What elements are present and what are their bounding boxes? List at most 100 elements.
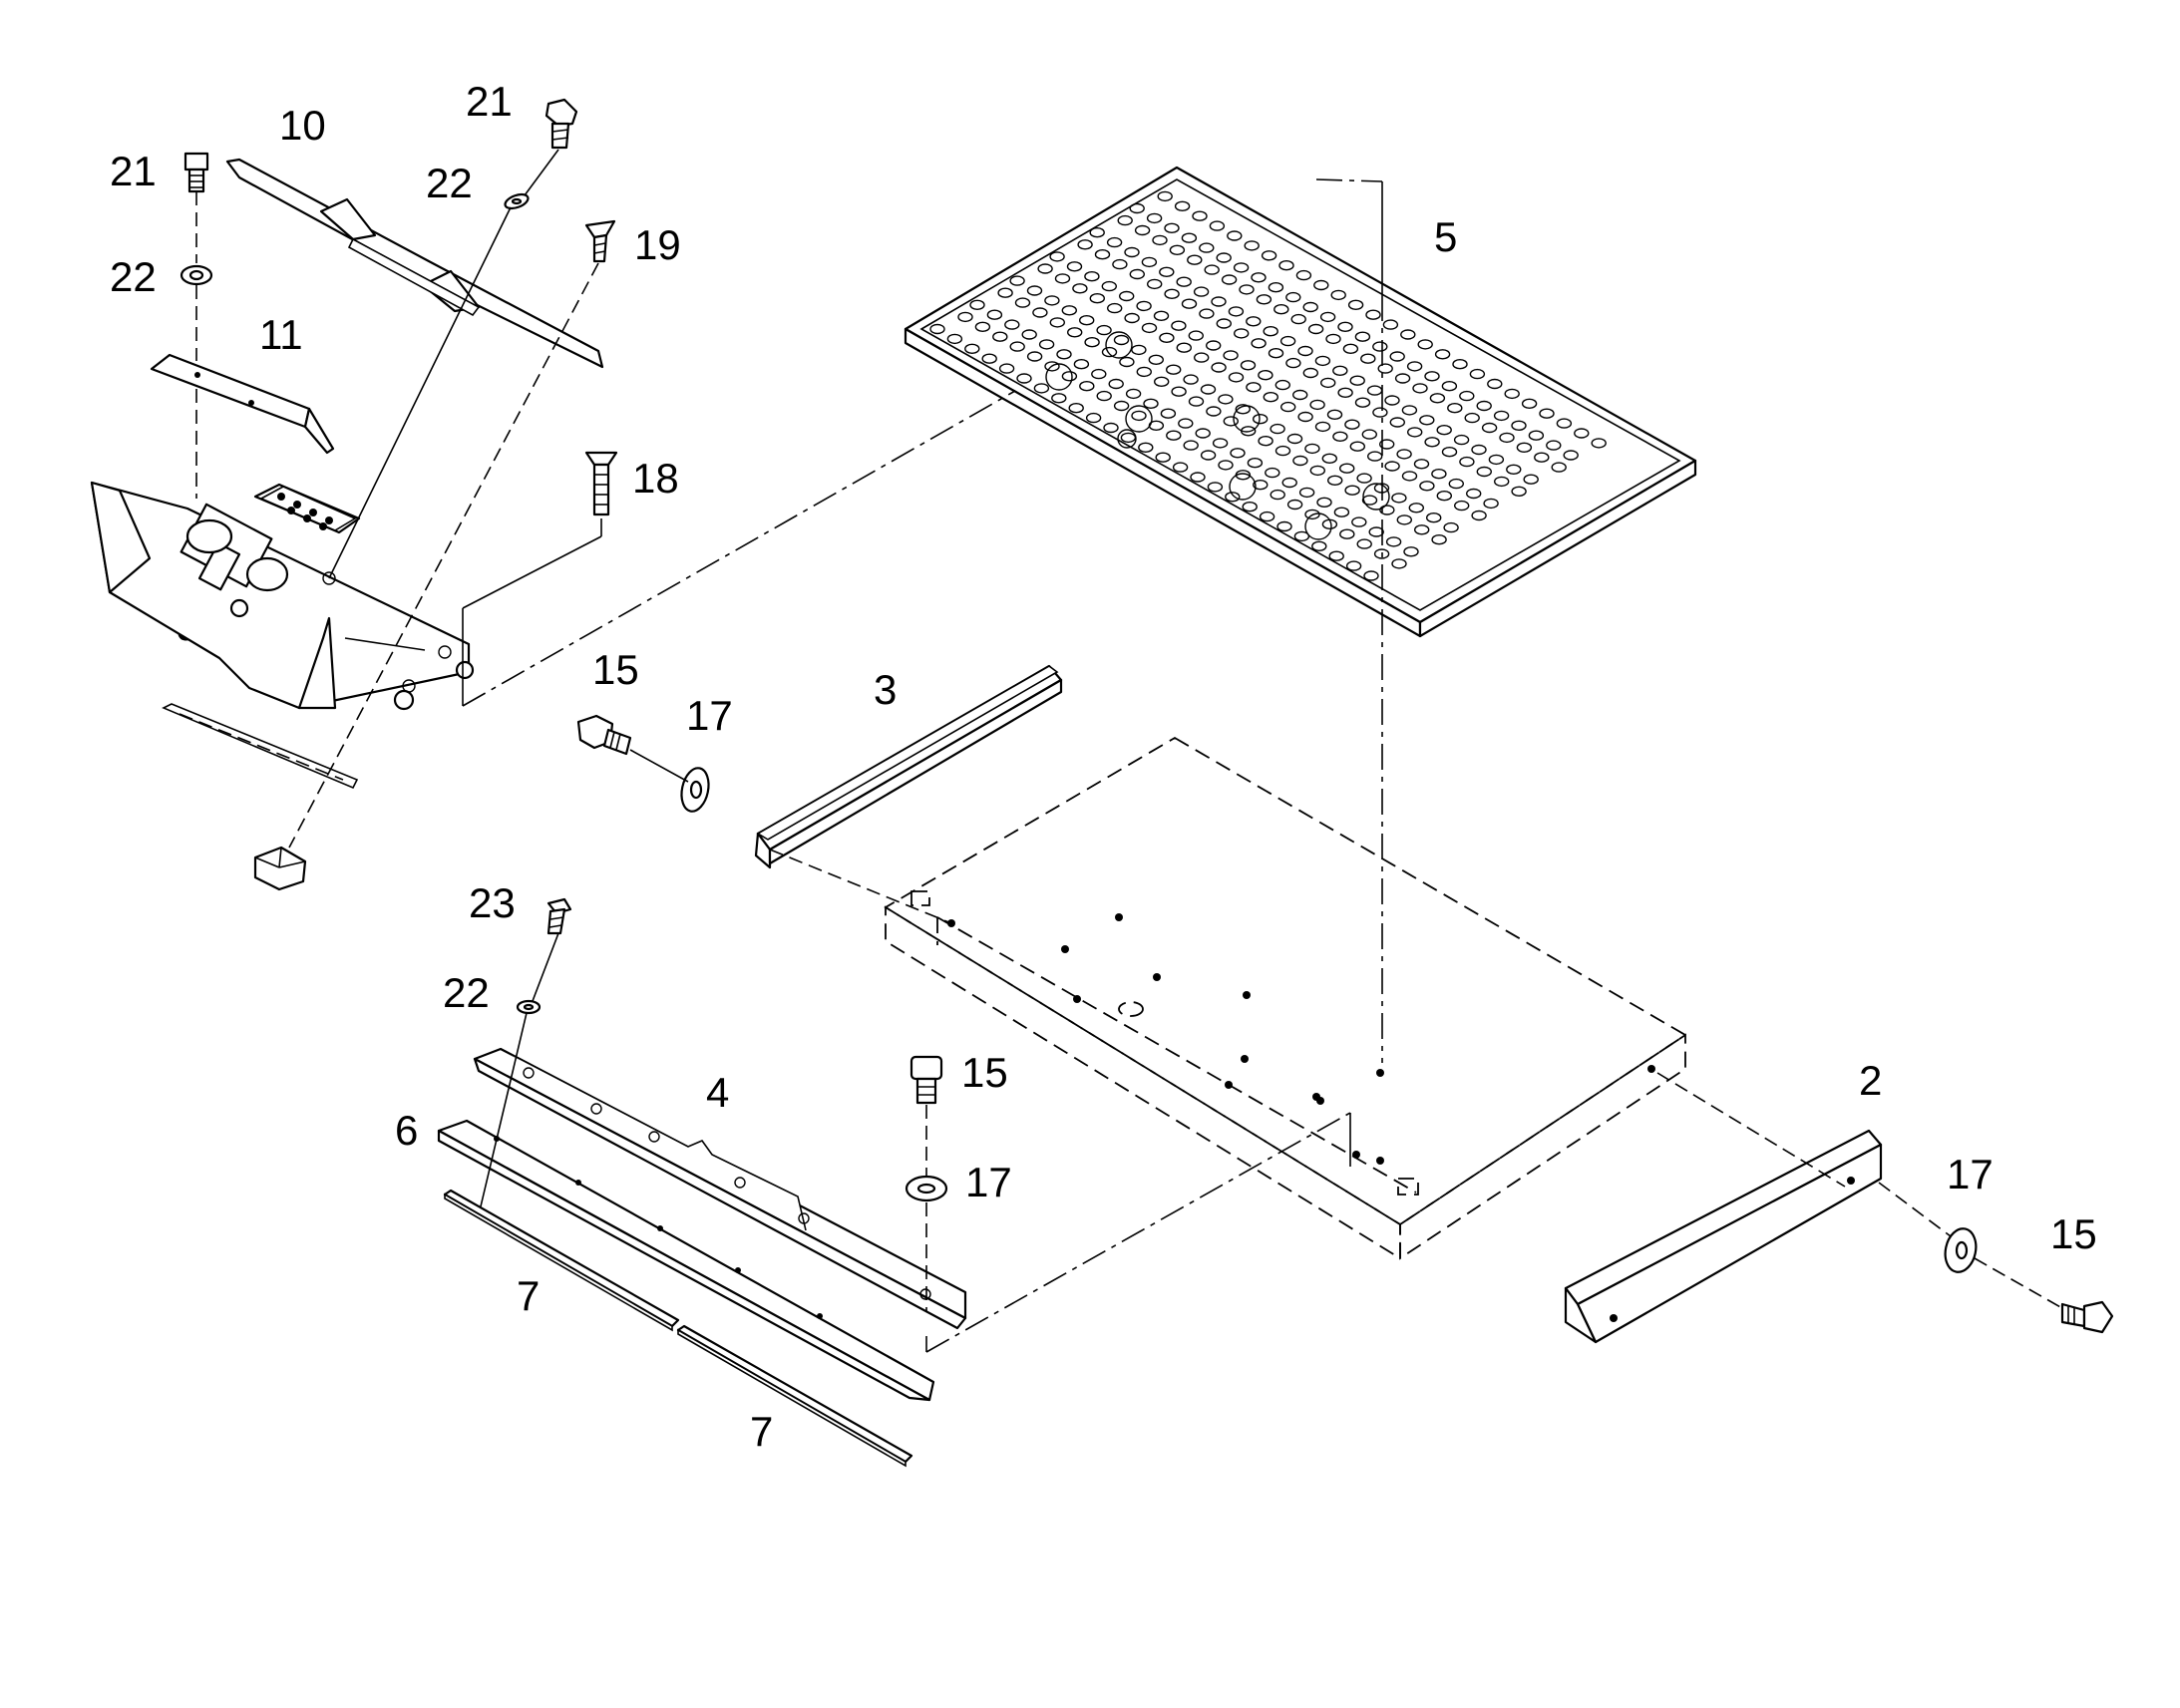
grate-hole bbox=[1360, 353, 1376, 364]
grate-hole bbox=[1164, 222, 1180, 234]
grate-hole bbox=[1293, 530, 1310, 542]
callout-23: 23 bbox=[469, 879, 516, 926]
grate-hole bbox=[964, 343, 980, 354]
callout-22-left: 22 bbox=[110, 253, 157, 300]
grate-hole bbox=[1302, 301, 1318, 313]
grate-hole bbox=[1216, 318, 1233, 329]
grate-hole bbox=[1516, 442, 1533, 453]
grate-hole bbox=[1153, 376, 1170, 387]
grate-hole bbox=[1338, 463, 1355, 474]
grate-hole bbox=[1344, 419, 1360, 430]
grate-hole bbox=[1274, 445, 1291, 457]
part-4-holes bbox=[523, 1067, 931, 1300]
grate-hole bbox=[1372, 407, 1388, 418]
grate-hole bbox=[1471, 444, 1487, 456]
grate-hole bbox=[1169, 244, 1186, 256]
grate-hole bbox=[1084, 271, 1100, 282]
callout-17-mid: 17 bbox=[686, 692, 733, 739]
grate-hole bbox=[1141, 256, 1158, 268]
grate-hole bbox=[1258, 436, 1273, 447]
grate-hole bbox=[1441, 381, 1458, 392]
grate-hole bbox=[1298, 487, 1315, 499]
grate-hole bbox=[1176, 276, 1192, 287]
grate-hole bbox=[1206, 406, 1222, 417]
grate-hole bbox=[1337, 321, 1353, 332]
callout-2: 2 bbox=[1859, 1057, 1882, 1104]
assembly-center-lines bbox=[195, 149, 2063, 1353]
grate-hole bbox=[1431, 534, 1447, 545]
grate-hole bbox=[1268, 282, 1284, 293]
screw-23 bbox=[546, 897, 572, 935]
part-4-bracket bbox=[473, 1047, 967, 1330]
washer-22-top bbox=[504, 192, 530, 210]
grate-hole bbox=[1240, 360, 1257, 371]
grate-hole bbox=[1131, 344, 1147, 356]
grate-hole bbox=[1447, 403, 1463, 414]
grate-hole bbox=[1153, 310, 1170, 321]
grate-hole bbox=[1096, 324, 1112, 336]
grate-hole bbox=[1391, 493, 1407, 504]
grate-hole bbox=[1164, 288, 1180, 299]
grate-hole bbox=[1125, 388, 1142, 400]
grate-hole bbox=[1033, 383, 1050, 394]
grate-hole bbox=[1014, 297, 1031, 308]
grate-hole bbox=[1373, 548, 1390, 559]
part-10-latch-plate bbox=[225, 158, 604, 369]
grate-hole bbox=[1406, 427, 1423, 438]
grate-hole bbox=[1309, 399, 1325, 411]
bolt-21-left bbox=[183, 152, 209, 193]
grate-hole bbox=[1443, 521, 1459, 533]
grate-hole bbox=[1333, 507, 1350, 517]
washer-22-left bbox=[180, 264, 213, 286]
grate-hole bbox=[1292, 455, 1308, 467]
grate-hole bbox=[1412, 383, 1428, 394]
grate-hole bbox=[1459, 456, 1475, 468]
grate-hole bbox=[1258, 370, 1273, 381]
grate-hole bbox=[929, 323, 945, 335]
grate-hole bbox=[1483, 498, 1499, 510]
grate-hole bbox=[1419, 481, 1435, 492]
grate-hole bbox=[1009, 275, 1025, 286]
grate-hole bbox=[1146, 212, 1163, 224]
bolt-21-top bbox=[545, 98, 578, 150]
grate-hole bbox=[1113, 334, 1130, 346]
grate-hole bbox=[1263, 326, 1278, 337]
grate-hole bbox=[1038, 339, 1055, 350]
callout-15-mid: 15 bbox=[592, 646, 639, 693]
grate-hole bbox=[981, 353, 997, 364]
grate-hole bbox=[1056, 349, 1072, 360]
base-plate-hole-dots bbox=[947, 913, 1655, 1165]
grate-hole bbox=[1401, 471, 1418, 482]
grate-hole bbox=[1089, 293, 1106, 304]
grate-hole bbox=[1349, 441, 1366, 452]
grate-hole bbox=[1195, 428, 1211, 439]
grate-hole bbox=[1403, 546, 1419, 557]
grate-hole bbox=[1337, 387, 1353, 398]
callout-5: 5 bbox=[1434, 213, 1457, 260]
grate-hole bbox=[1244, 240, 1260, 251]
grate-hole bbox=[986, 309, 1003, 320]
bolt-15-right bbox=[2060, 1300, 2114, 1334]
grate-hole bbox=[1279, 401, 1296, 413]
grate-hole bbox=[1378, 439, 1395, 450]
grate-hole-pattern bbox=[929, 190, 1607, 581]
grate-hole bbox=[1311, 540, 1327, 551]
callout-7-left: 7 bbox=[517, 1272, 540, 1319]
callout-3: 3 bbox=[874, 666, 897, 713]
latch-foot-pad bbox=[259, 486, 357, 531]
grate-hole bbox=[1026, 351, 1043, 362]
grate-hole bbox=[974, 321, 991, 332]
grate-hole bbox=[1251, 272, 1267, 283]
grate-hole bbox=[1424, 437, 1440, 448]
callout-22-top: 22 bbox=[426, 160, 473, 206]
grate-hole bbox=[1183, 374, 1199, 385]
callout-18: 18 bbox=[632, 455, 679, 502]
grate-hole bbox=[1506, 464, 1522, 475]
grate-hole bbox=[1424, 371, 1440, 382]
grate-hole bbox=[1108, 378, 1124, 390]
grate-hole bbox=[1073, 359, 1090, 370]
grate-hole bbox=[1230, 448, 1246, 459]
grate-hole bbox=[1066, 327, 1083, 338]
grate-hole bbox=[1181, 232, 1198, 243]
grate-hole bbox=[1493, 410, 1510, 422]
